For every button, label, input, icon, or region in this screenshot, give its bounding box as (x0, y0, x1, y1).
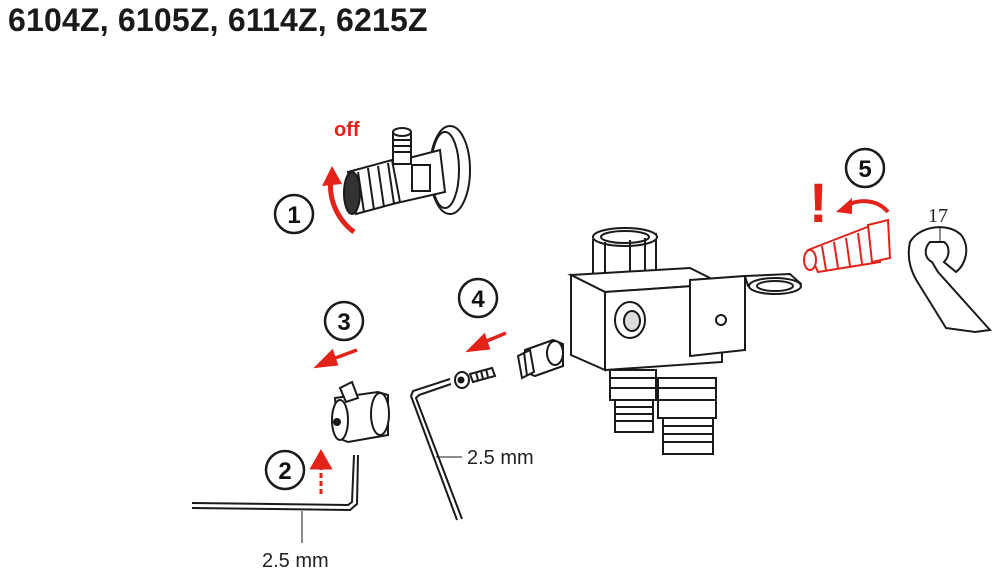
step-1-badge: 1 (273, 193, 315, 235)
wrench-icon (907, 226, 993, 334)
thermostat-body-icon (567, 227, 803, 455)
svg-text:2: 2 (278, 458, 291, 485)
step-5-badge: 5 (844, 147, 886, 189)
svg-text:1: 1 (287, 202, 300, 229)
wrench-size-label: 17 (928, 205, 948, 227)
fitting-icon (516, 338, 564, 380)
hex-key-right-icon (409, 378, 463, 521)
red-fitting-icon (803, 218, 892, 274)
hex-key-left-label: 2.5 mm (262, 550, 329, 572)
svg-text:3: 3 (337, 309, 350, 336)
rotate-arrow-icon (836, 198, 890, 214)
hex-key-right-label: 2.5 mm (467, 447, 534, 469)
remove-left-arrow-2-icon (465, 331, 507, 353)
svg-text:4: 4 (471, 286, 485, 313)
remove-left-arrow-icon (313, 348, 358, 369)
warning-exclamation: ! (809, 171, 828, 234)
push-up-arrow-icon (309, 448, 333, 494)
off-label: off (334, 119, 360, 141)
svg-text:5: 5 (858, 156, 871, 183)
step-2-badge: 2 (264, 449, 306, 491)
cap-icon (331, 380, 390, 444)
step-4-badge: 4 (457, 277, 499, 319)
rotate-off-arrow-icon (322, 166, 356, 234)
hex-key-left-icon (191, 454, 359, 512)
screw-icon (454, 366, 497, 389)
angle-valve-icon (343, 125, 471, 216)
step-3-badge: 3 (323, 300, 365, 342)
page-title: 6104Z, 6105Z, 6114Z, 6215Z (8, 2, 428, 38)
